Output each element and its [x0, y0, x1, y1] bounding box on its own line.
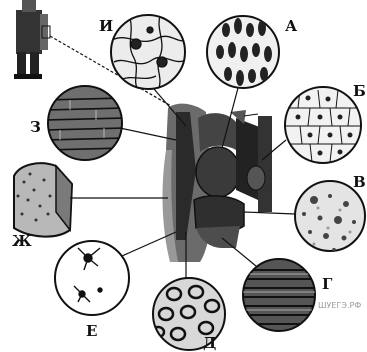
label-Z: З — [30, 118, 41, 136]
label-G: Г — [322, 275, 333, 293]
watermark: ШУЕГЭ.РФ — [318, 301, 361, 310]
label-I: И — [99, 17, 113, 35]
circle-tissue-Z — [46, 86, 124, 160]
circle-tissue-B — [285, 87, 361, 163]
label-Zh: Ж — [12, 232, 32, 250]
label-V: В — [353, 173, 366, 191]
block-tissue-Zh — [14, 163, 72, 236]
pointer-V — [244, 212, 295, 214]
human-figure — [14, 0, 50, 79]
label-E: Е — [86, 322, 97, 340]
label-D: Д — [203, 334, 216, 352]
femur-condyle — [196, 147, 240, 197]
pointer-G — [222, 238, 256, 266]
label-B: Б — [353, 82, 366, 100]
circle-nerve-tissue — [111, 15, 186, 90]
circle-tissue-V — [295, 181, 365, 252]
circle-tissue-A — [207, 16, 279, 88]
circle-tissue-E — [55, 241, 129, 315]
circle-tissue-G — [240, 259, 320, 331]
label-A: А — [285, 17, 298, 35]
knee-section — [163, 104, 272, 262]
